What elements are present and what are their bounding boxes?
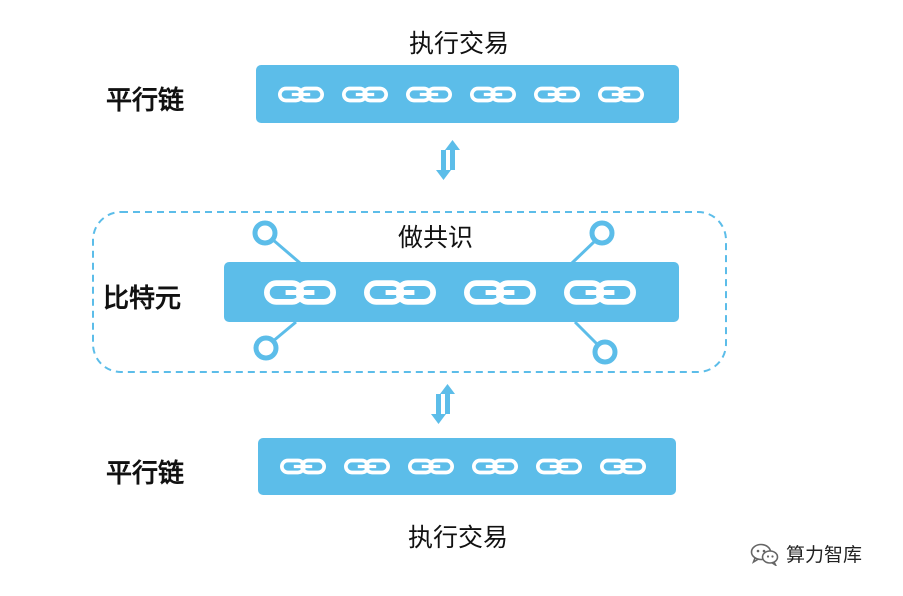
chain-link [264, 279, 336, 310]
watermark: 算力智库 [750, 540, 862, 567]
chain-link-icon [600, 458, 646, 475]
chain-link-icon [344, 458, 390, 475]
exchange-arrows-top [436, 140, 460, 180]
chain-link-icon [364, 279, 436, 305]
chain-link [344, 458, 390, 479]
chain-link-icon [534, 86, 580, 102]
middle-chain-label: 比特元 [103, 284, 182, 314]
chain-link [470, 86, 516, 107]
chain-link-icon [464, 279, 536, 305]
node-top-right [570, 220, 615, 265]
watermark-text: 算力智库 [786, 544, 863, 566]
chain-link-icon [280, 458, 326, 475]
chain-link [280, 458, 326, 479]
node-bottom-left [253, 320, 297, 361]
middle-chain-caption: 做共识 [398, 223, 474, 252]
chain-link-icon [408, 458, 454, 475]
chain-link [598, 86, 644, 107]
chain-link-icon [264, 279, 336, 305]
chain-link [536, 458, 582, 479]
chain-link-icon [406, 86, 452, 102]
top-chain-label: 平行链 [106, 86, 185, 116]
wechat-icon [750, 543, 779, 566]
exchange-arrows-bottom [431, 384, 455, 424]
chain-link [364, 279, 436, 310]
chain-link-icon [598, 86, 644, 102]
chain-link-icon [536, 458, 582, 475]
chain-link [534, 86, 580, 107]
bottom-chain-caption: 执行交易 [408, 523, 509, 552]
chain-link [408, 458, 454, 479]
bottom-chain-label: 平行链 [106, 459, 185, 489]
chain-link-icon [470, 86, 516, 102]
top-chain-bar [256, 65, 679, 123]
chain-link [464, 279, 536, 310]
chain-link [564, 279, 636, 310]
bottom-chain-bar [258, 438, 676, 495]
chain-link-icon [472, 458, 518, 475]
consensus-group-box [92, 211, 727, 373]
chain-link-icon [564, 279, 636, 305]
chain-link-icon [278, 86, 324, 102]
chain-link [278, 86, 324, 107]
chain-link-icon [342, 86, 388, 102]
chain-link [406, 86, 452, 107]
top-chain-caption: 执行交易 [409, 29, 510, 58]
chain-link [342, 86, 388, 107]
chain-link [600, 458, 646, 479]
node-top-left [252, 220, 301, 265]
middle-chain-bar [224, 262, 679, 322]
chain-link [472, 458, 518, 479]
node-bottom-right [573, 320, 618, 365]
